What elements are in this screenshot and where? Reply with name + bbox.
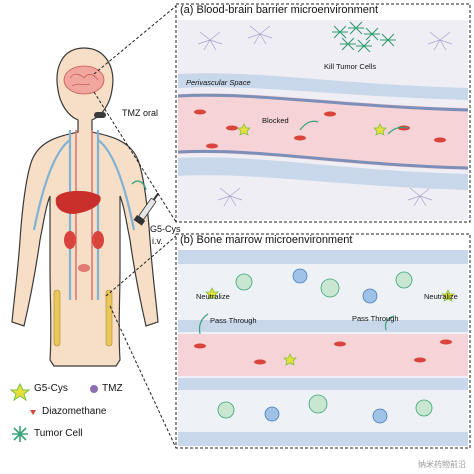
liver-shape — [55, 190, 101, 214]
g5-cys-star-icon — [9, 382, 31, 402]
tumor-cluster — [332, 21, 396, 53]
panel-a — [175, 3, 471, 223]
g5-cys-iv-label-2: i.v. — [152, 236, 163, 246]
femur-right — [105, 289, 113, 347]
tmz-icon — [90, 385, 98, 393]
watermark: 纳米药物前沿 — [418, 460, 466, 469]
femur-left — [53, 289, 61, 347]
kidney-left — [64, 231, 76, 249]
panel-b-title: (b) Bone marrow microenvironment — [180, 234, 353, 246]
pass-through-left-label: Pass Through — [210, 316, 257, 325]
neutralize-left-label: Neutralize — [196, 292, 230, 301]
g5-cys-iv-label-1: G5-Cys — [150, 224, 181, 234]
pill-icon — [94, 112, 106, 118]
panel-a-title: (a) Blood-brain barrier microenvironment — [180, 4, 379, 16]
perivascular-label: Perivascular Space — [186, 78, 251, 87]
blocked-label: Blocked — [262, 116, 289, 125]
syringe-icon — [133, 192, 160, 226]
brain-shape — [63, 65, 105, 95]
legend-diazomethane: Diazomethane — [42, 406, 107, 417]
panel-b — [175, 233, 471, 449]
pass-through-right-label: Pass Through — [352, 314, 399, 323]
legend-tumor-cell: Tumor Cell — [34, 428, 83, 439]
human-body — [11, 47, 160, 367]
kill-tumor-label: Kill Tumor Cells — [324, 62, 377, 71]
neutralize-right-label: Neutralize — [424, 292, 458, 301]
tmz-oral-label: TMZ oral — [122, 108, 158, 118]
tumor-cell-icon — [12, 426, 28, 442]
legend-g5-cys: G5-Cys — [34, 383, 68, 394]
legend-tmz: TMZ — [102, 383, 123, 394]
kidney-right — [92, 231, 104, 249]
legend-icons — [9, 382, 98, 442]
diazomethane-icon — [30, 410, 36, 415]
